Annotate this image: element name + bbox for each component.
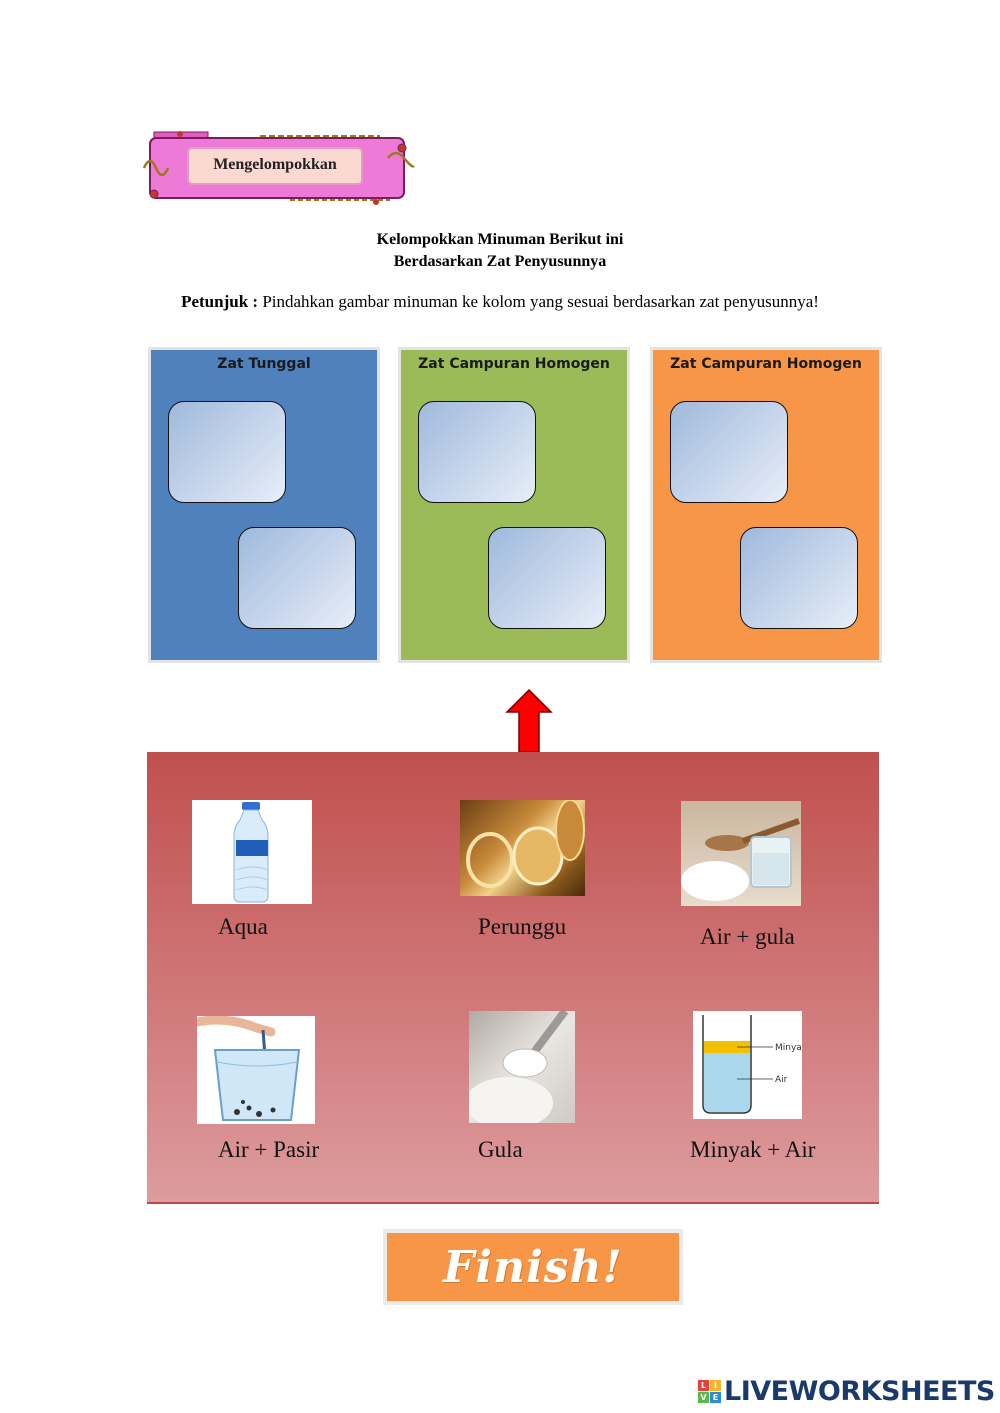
drop-slot[interactable] <box>670 401 788 503</box>
item-label: Minyak + Air <box>690 1137 816 1162</box>
bronze-icon[interactable] <box>460 800 585 896</box>
logo-letter: V <box>698 1392 709 1403</box>
oil-water-icon[interactable]: Minyak Air <box>693 1011 802 1119</box>
page-title-line2: Berdasarkan Zat Penyusunnya <box>393 253 607 270</box>
section-banner: Mengelompokkan <box>140 128 416 208</box>
sugar-icon[interactable] <box>469 1011 575 1123</box>
item-label: Aqua <box>218 914 268 939</box>
liveworksheets-logo-icon: L I V E <box>698 1380 721 1403</box>
sugar-water-icon[interactable] <box>681 801 801 906</box>
water-bottle-icon[interactable] <box>192 800 312 904</box>
item-label: Perunggu <box>478 914 567 939</box>
brand-name: LIVEWORKSHEETS <box>724 1376 995 1407</box>
logo-letter: L <box>698 1380 709 1391</box>
arrow-up-icon <box>505 688 553 753</box>
sand-water-icon[interactable] <box>197 1016 315 1124</box>
logo-letter: E <box>710 1392 721 1403</box>
column-zat-tunggal: Zat Tunggal <box>148 347 380 663</box>
ornate-frame-icon <box>142 131 415 205</box>
column-campuran-homogen-2: Zat Campuran Homogen <box>650 347 882 663</box>
item-label: Gula <box>478 1137 523 1162</box>
column-title: Zat Tunggal <box>217 356 311 372</box>
finish-button[interactable]: Finish! <box>383 1229 683 1305</box>
column-campuran-homogen: Zat Campuran Homogen <box>398 347 630 663</box>
column-title: Zat Campuran Homogen <box>670 356 862 372</box>
drop-slot[interactable] <box>168 401 286 503</box>
drop-slot[interactable] <box>488 527 606 629</box>
brand-logo: L I V E LIVEWORKSHEETS <box>698 1376 995 1407</box>
instruction-prefix: Petunjuk : <box>181 292 259 311</box>
item-label: Air + gula <box>700 924 795 949</box>
logo-letter: I <box>710 1380 721 1391</box>
drop-slot[interactable] <box>238 527 356 629</box>
item-label: Air + Pasir <box>218 1137 320 1162</box>
water-label: Air <box>775 1075 788 1085</box>
drop-slot[interactable] <box>418 401 536 503</box>
instruction-text: Pindahkan gambar minuman ke kolom yang s… <box>258 292 819 311</box>
banner-label: Mengelompokkan <box>213 156 337 173</box>
drink-panel: Aqua Perunggu Air + gula Air + Pasir <box>147 752 879 1204</box>
instruction: Petunjuk : Pindahkan gambar minuman ke k… <box>0 292 1000 312</box>
oil-label: Minyak <box>775 1043 802 1053</box>
page-title-line1: Kelompokkan Minuman Berikut ini <box>376 231 624 248</box>
finish-label: Finish! <box>443 1241 623 1293</box>
column-title: Zat Campuran Homogen <box>418 356 610 372</box>
drop-slot[interactable] <box>740 527 858 629</box>
